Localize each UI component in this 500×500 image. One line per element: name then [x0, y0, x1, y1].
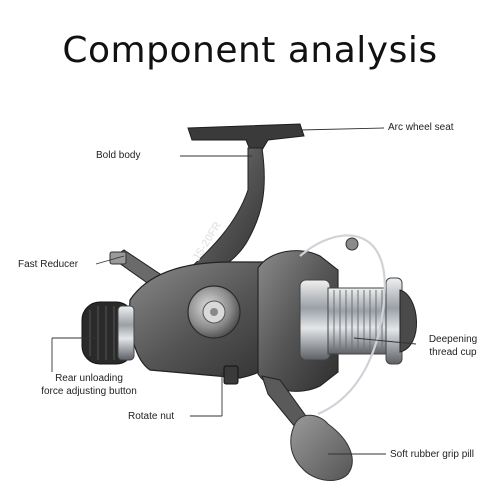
label-rear-unloading: Rear unloading force adjusting button [14, 372, 164, 398]
side-crank-screw [210, 308, 218, 316]
label-fast-reducer: Fast Reducer [18, 259, 79, 270]
label-rear-unloading-line2: force adjusting button [41, 386, 137, 397]
label-arc-wheel-seat: Arc wheel seat [388, 122, 454, 133]
label-soft-rubber-grip: Soft rubber grip pill [390, 449, 474, 460]
label-rear-unloading-line1: Rear unloading [55, 373, 123, 384]
reel-foot [187, 123, 305, 151]
label-deepening-line2: thread cup [429, 347, 477, 358]
spool-body [327, 287, 391, 355]
label-bold-body: Bold body [96, 150, 141, 161]
rear-drag-chrome-ring [117, 305, 135, 361]
spool-front-ring [299, 279, 331, 361]
soft-rubber-grip [290, 414, 353, 482]
label-deepening-thread-cup: Deepening thread cup [418, 333, 488, 359]
page-title: Component analysis [62, 30, 438, 71]
bail-roller [345, 237, 359, 251]
spool-front-cap [399, 289, 417, 353]
label-deepening-line1: Deepening [428, 334, 478, 345]
label-rotate-nut: Rotate nut [128, 411, 175, 422]
rear-drag-grip-lines [89, 306, 115, 360]
leader-lines [51, 127, 417, 455]
rotate-nut [223, 365, 239, 385]
bail-wire [299, 234, 386, 416]
